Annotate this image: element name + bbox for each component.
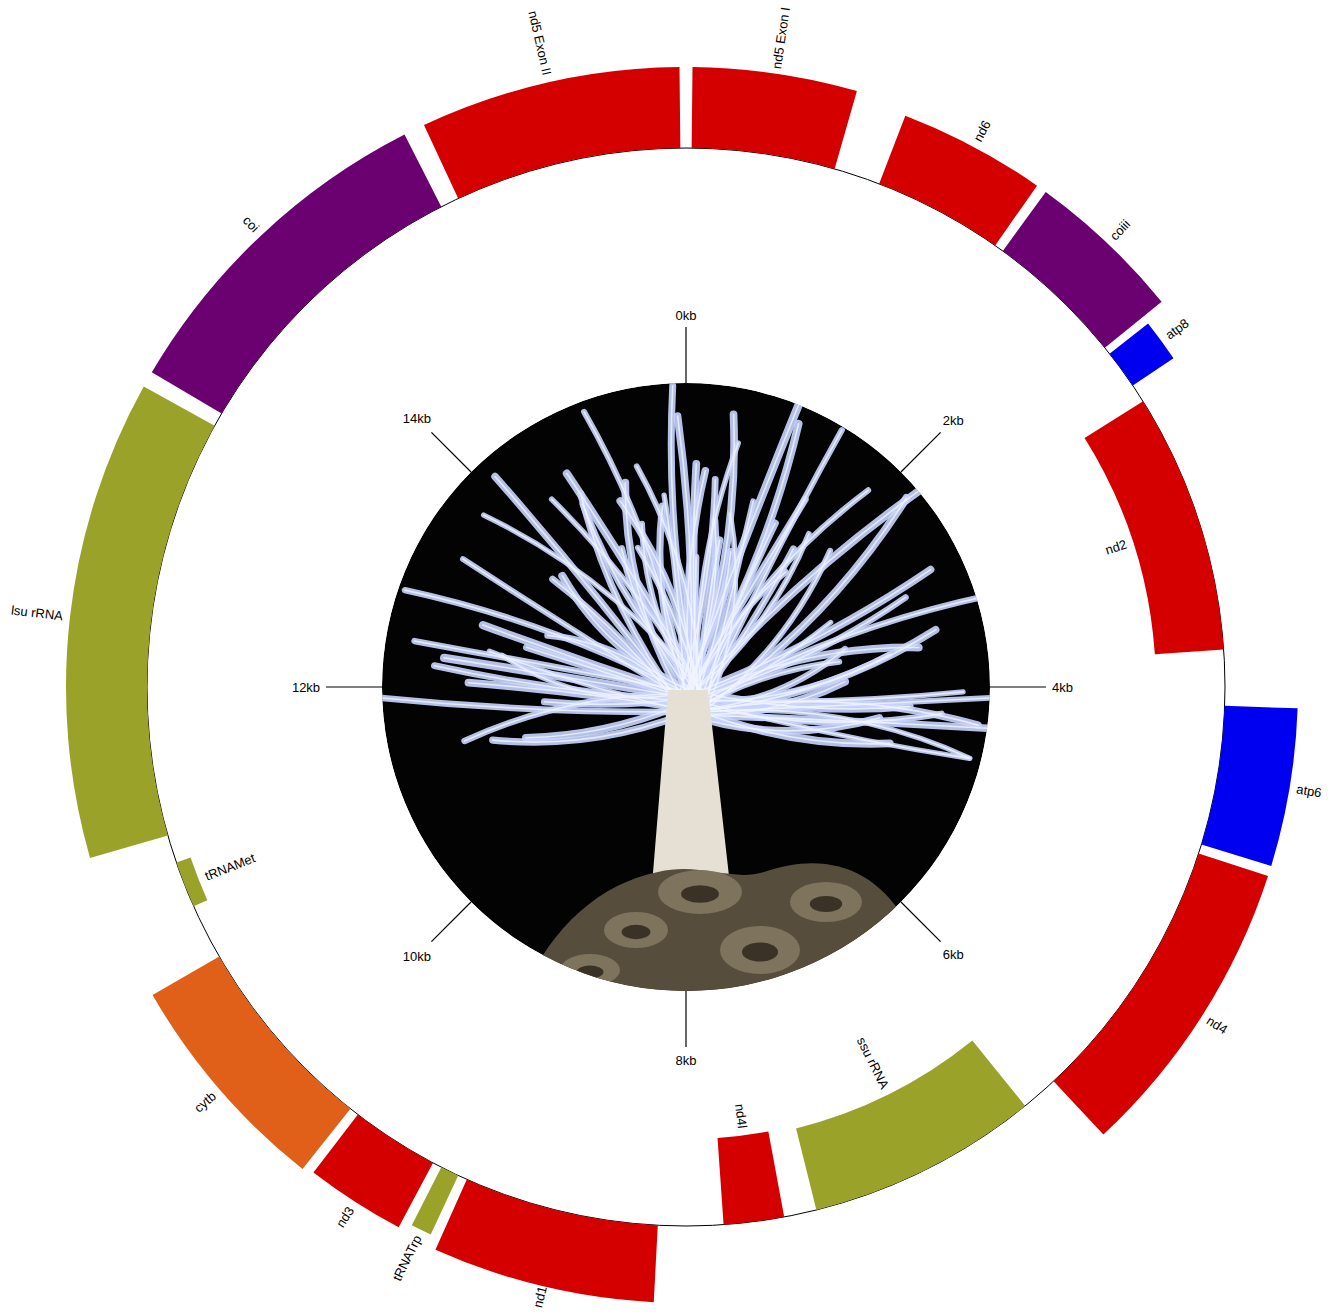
- tentacle-highlight: [671, 386, 700, 704]
- tentacle-highlight: [701, 498, 906, 709]
- gene-label: tRNAMet: [203, 851, 257, 882]
- gene-block: [718, 1131, 785, 1224]
- scale-tick: [901, 432, 941, 472]
- gene-label: nd5 Exon II: [526, 10, 553, 77]
- gene-label: nd4: [1205, 1014, 1230, 1037]
- scale-label: 2kb: [943, 413, 964, 426]
- rock-blob: [720, 926, 800, 974]
- scale-label: 4kb: [1052, 681, 1073, 694]
- rock-hole: [681, 885, 719, 903]
- gene-label: nd6: [971, 118, 993, 143]
- gene-block: [424, 67, 680, 198]
- scale-label: 14kb: [403, 411, 431, 424]
- scale-label: 8kb: [676, 1053, 697, 1066]
- gene-block: [692, 67, 857, 169]
- tentacle-highlight: [679, 424, 799, 711]
- gene-label: cytb: [192, 1089, 219, 1114]
- tentacle-highlight: [701, 712, 890, 744]
- gene-label: atp6: [1295, 783, 1322, 800]
- tentacle-highlight: [690, 699, 970, 758]
- rock-blob: [560, 954, 620, 986]
- gene-block: [796, 1041, 1025, 1210]
- tentacle-highlight: [465, 694, 686, 741]
- rock-hole: [742, 942, 778, 961]
- gene-label: nd4l: [733, 1103, 749, 1129]
- gene-block: [1201, 706, 1297, 866]
- gene-blocks: [66, 67, 1298, 1302]
- tentacle-highlight: [484, 515, 707, 695]
- tentacle-highlight: [502, 655, 676, 697]
- tentacle-highlight: [690, 682, 845, 715]
- gene-label: lsu rRNA: [11, 604, 64, 623]
- scale-tick: [685, 991, 686, 1047]
- scale-label: 12kb: [292, 681, 320, 694]
- scale-tick: [901, 902, 941, 942]
- tentacle-highlight: [381, 698, 677, 712]
- tentacle: [678, 414, 734, 716]
- tentacle-highlight: [688, 630, 936, 712]
- tentacle-highlight: [676, 521, 716, 711]
- scale-tick: [685, 327, 686, 383]
- rock-blob: [604, 912, 668, 948]
- tentacle-highlight: [708, 430, 842, 693]
- tentacle-highlight: [697, 551, 830, 716]
- tentacle-highlight: [620, 501, 699, 695]
- rock-blob: [790, 882, 862, 922]
- scale-label: 10kb: [403, 950, 431, 963]
- anemone-column: [652, 690, 730, 885]
- gene-label: atp8: [1163, 316, 1191, 341]
- gene-block: [153, 957, 351, 1170]
- tentacle-highlight: [685, 490, 921, 702]
- tentacle-highlight: [680, 570, 930, 698]
- scale-tick: [431, 902, 471, 942]
- rock-hole: [810, 896, 842, 912]
- tentacle-highlight: [697, 443, 739, 695]
- photo-ground: [382, 383, 990, 991]
- scale-tick: [326, 686, 382, 687]
- gene-label: nd5 Exon I: [770, 6, 792, 69]
- tentacle-highlight: [664, 495, 685, 716]
- scale-label: 6kb: [943, 948, 964, 961]
- gene-block: [176, 858, 207, 907]
- gene-label: nd2: [1104, 538, 1129, 557]
- tentacle-highlight: [702, 523, 775, 694]
- tentacle-highlight: [699, 692, 963, 701]
- gene-label: ssu rRNA: [855, 1035, 891, 1091]
- tentacle-highlight: [701, 655, 890, 702]
- gene-label: nd1: [531, 1285, 549, 1309]
- rock: [520, 863, 918, 1000]
- gene-label: coi: [240, 214, 261, 235]
- gene-block: [66, 386, 215, 857]
- gene-block: [1085, 401, 1224, 654]
- scale-tick: [990, 686, 1046, 687]
- scale-label: 0kb: [676, 308, 697, 321]
- gene-label: coiii: [1107, 217, 1132, 242]
- rock-hole: [622, 925, 651, 939]
- rock-hole: [577, 966, 604, 979]
- gene-label: nd3: [334, 1204, 357, 1229]
- gene-block: [1054, 854, 1268, 1135]
- anemone-photo: [381, 383, 1008, 1000]
- scale-tick: [431, 432, 471, 472]
- gene-label: tRNATrp: [391, 1233, 424, 1283]
- tentacle-highlight: [707, 710, 970, 758]
- tentacle-highlight: [694, 597, 906, 698]
- gene-block: [152, 135, 442, 414]
- rock-blob: [658, 870, 742, 914]
- tentacle-highlight: [683, 499, 805, 699]
- genome-ring: [147, 148, 1225, 1226]
- gene-block: [1003, 192, 1162, 348]
- gene-block: [879, 116, 1037, 246]
- tentacle-highlight: [678, 414, 734, 716]
- tentacle-highlight: [483, 625, 687, 696]
- gene-block: [435, 1179, 657, 1302]
